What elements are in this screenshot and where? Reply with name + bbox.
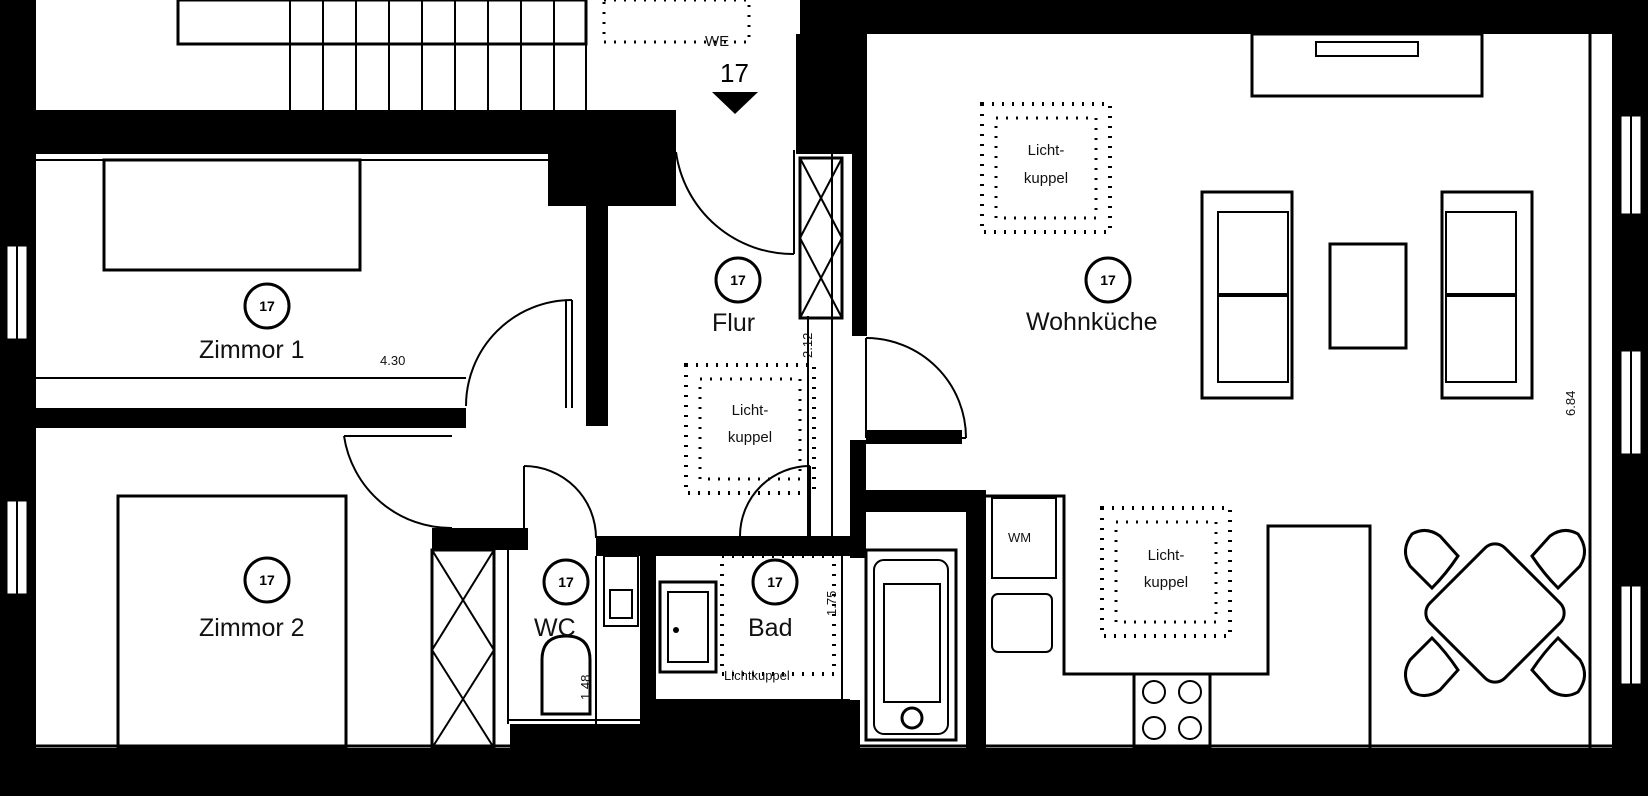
bad-sink <box>658 580 718 674</box>
wohnkueche-sideboard <box>1250 32 1484 98</box>
stair-number: 17 <box>720 58 749 88</box>
interior-walls <box>0 34 986 748</box>
zimmer1-dimension: 4.30 <box>380 353 405 368</box>
wohnkueche-badge-text: 17 <box>1100 272 1116 288</box>
wc-label: WC <box>534 614 576 642</box>
flur-badge: 17 <box>714 256 762 304</box>
zimmer1-bed <box>102 158 362 272</box>
shaft-zimmer2 <box>430 548 496 750</box>
lichtkuppel-top-line2: kuppel <box>1024 170 1068 187</box>
zimmer1-badge-text: 17 <box>259 298 275 314</box>
bad-label: Bad <box>748 614 792 642</box>
zimmer2-badge: 17 <box>243 556 291 604</box>
flur-label: Flur <box>712 309 755 337</box>
shaft-flur <box>798 156 844 320</box>
lichtkuppel-wohnkueche-top: Licht- kuppel <box>980 102 1112 234</box>
zimmer2-badge-text: 17 <box>259 572 275 588</box>
wohnkueche-dimension: 6.84 <box>1563 391 1578 416</box>
coffee-table <box>1328 242 1408 350</box>
windows <box>4 113 1644 687</box>
wohnkueche-badge: 17 <box>1084 256 1132 304</box>
bad-dimension: 1.75 <box>824 591 839 616</box>
bathtub <box>864 548 958 742</box>
bad-badge: 17 <box>751 558 799 606</box>
lichtkuppel-wohnkueche-bottom: Licht- kuppel <box>1100 506 1232 638</box>
wc-fixtures <box>540 555 639 716</box>
doors <box>343 150 967 539</box>
entrance-arrow-icon <box>712 92 758 114</box>
flur-badge-text: 17 <box>730 272 746 288</box>
zimmer1-badge: 17 <box>243 282 291 330</box>
sofa-right <box>1440 190 1534 400</box>
stair-fragment-label: WE <box>705 33 729 50</box>
dining-table <box>1404 529 1586 697</box>
staircase <box>176 0 751 110</box>
kitchen-counter <box>986 494 1372 748</box>
wc-dimension: 1.48 <box>578 675 593 700</box>
bad-badge-text: 17 <box>767 574 783 590</box>
lichtkuppel-flur: Licht- kuppel <box>684 363 816 495</box>
lichtkuppel-top-line1: Licht- <box>1028 142 1065 159</box>
lichtkuppel-flur-line2: kuppel <box>728 429 772 446</box>
zimmer2-label: Zimmor 2 <box>199 614 305 642</box>
zimmer2-bed <box>116 494 348 750</box>
bad-lichtkuppel-label: Lichtkuppel <box>724 668 790 683</box>
zimmer1-label: Zimmor 1 <box>199 336 305 364</box>
lichtkuppel-bad <box>720 554 836 676</box>
washing-machine-tag: WM <box>1008 530 1031 545</box>
lichtkuppel-flur-line1: Licht- <box>732 402 769 419</box>
lichtkuppel-bottom-line1: Licht- <box>1148 547 1185 564</box>
lichtkuppel-bottom-line2: kuppel <box>1144 574 1188 591</box>
sofa-left <box>1200 190 1294 400</box>
stove <box>1132 672 1212 750</box>
wc-badge: 17 <box>542 558 590 606</box>
wc-badge-text: 17 <box>558 574 574 590</box>
wohnkueche-label: Wohnküche <box>1026 308 1158 336</box>
flur-dimension: 2.12 <box>800 333 815 358</box>
